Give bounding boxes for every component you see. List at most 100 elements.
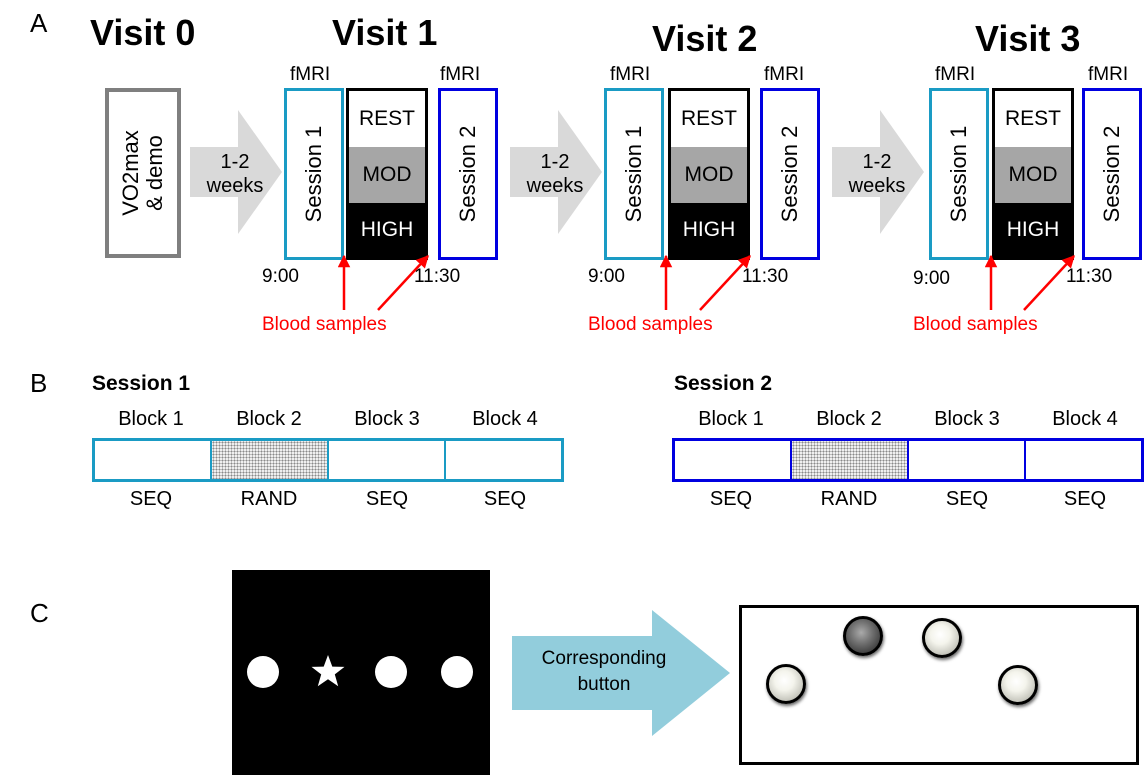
visit-1-blood-arrow-end (377, 255, 429, 311)
session-2-condition-3: SEQ (945, 488, 989, 510)
session-1-block-bar (92, 438, 564, 482)
visit-2-exercise-conditions: REST MOD HIGH (668, 88, 750, 260)
session-2-segment-3 (909, 441, 1026, 479)
blood-sample-arrows (337, 254, 1075, 311)
interval-3-line1: 1-2 (862, 151, 892, 173)
visit-3-exercise-conditions: REST MOD HIGH (992, 88, 1074, 260)
session-1-condition-3: SEQ (365, 488, 409, 510)
visit-2-mod: MOD (671, 147, 747, 203)
visit-1-title: Visit 1 (332, 12, 438, 53)
session-1-block-1: Block 1 (118, 408, 184, 430)
visit-2-session-1-box: Session 1 (604, 88, 664, 260)
interval-2-line1: 1-2 (540, 151, 570, 173)
interval-label-2: 1-2 weeks (515, 150, 595, 198)
visit-3-blood-arrow-end (1023, 255, 1075, 311)
panel-label-c: C (30, 598, 49, 628)
visit-3-blood-samples: Blood samples (913, 314, 1038, 335)
corresponding-button-line1: Corresponding (541, 648, 667, 669)
session-1-segment-4 (446, 441, 561, 479)
corresponding-button-line2: button (577, 673, 631, 695)
session-2-condition-1: SEQ (709, 488, 753, 510)
stimulus-screen (232, 570, 490, 775)
visit-1-fmri-right: fMRI (440, 64, 481, 85)
visit-3-high: HIGH (995, 203, 1071, 257)
visit-1-blood-samples: Blood samples (262, 314, 387, 335)
stimulus-circle-3 (375, 656, 407, 688)
interval-arrow-3 (832, 110, 924, 234)
visit-1-session-1-box: Session 1 (284, 88, 344, 260)
visit-2-session-2-box: Session 2 (760, 88, 820, 260)
visit-2-time-end: 11:30 (742, 266, 789, 287)
session-2-block-2: Block 2 (816, 408, 882, 430)
session-2-condition-2: RAND (820, 488, 878, 510)
interval-arrow-1 (190, 110, 282, 234)
session-1-segment-1 (95, 441, 212, 479)
interval-label-1: 1-2 weeks (195, 150, 275, 198)
interval-arrow-2 (510, 110, 602, 234)
visit-3-fmri-right: fMRI (1088, 64, 1129, 85)
interval-1-line2: weeks (206, 175, 264, 197)
session-2-block-3: Block 3 (934, 408, 1000, 430)
visit-2-high: HIGH (671, 203, 747, 257)
response-button-4 (998, 665, 1038, 705)
session-2-block-4: Block 4 (1052, 408, 1118, 430)
visit-3-title: Visit 3 (975, 18, 1081, 59)
session-1-condition-2: RAND (240, 488, 298, 510)
button-box (739, 605, 1139, 765)
visit-0-title: Visit 0 (90, 12, 196, 53)
visit-3-time-end: 11:30 (1066, 266, 1113, 287)
visit-1-fmri-left: fMRI (290, 64, 331, 85)
stimulus-circle-4 (441, 656, 473, 688)
panel-label-a: A (30, 8, 48, 38)
visit-1-rest: REST (349, 91, 425, 147)
interval-2-line2: weeks (526, 175, 584, 197)
session-2-condition-4: SEQ (1063, 488, 1107, 510)
session-1-title: Session 1 (92, 372, 191, 395)
visit-2-fmri-right: fMRI (764, 64, 805, 85)
visit-2-blood-arrow-end (699, 255, 751, 311)
session-2-title: Session 2 (674, 372, 773, 395)
interval-3-line2: weeks (848, 175, 906, 197)
visit-0-box: VO2max & demo (105, 88, 181, 258)
visit-1-time-start: 9:00 (262, 266, 299, 287)
session-1-segment-3 (329, 441, 446, 479)
visit-2-blood-samples: Blood samples (588, 314, 713, 335)
session-1-block-2: Block 2 (236, 408, 302, 430)
session-2-block-bar (672, 438, 1144, 482)
session-1-condition-1: SEQ (129, 488, 173, 510)
session-1-condition-4: SEQ (483, 488, 527, 510)
response-button-3 (922, 618, 962, 658)
visit-3-mod: MOD (995, 147, 1071, 203)
session-1-block-4: Block 4 (472, 408, 538, 430)
visit-1-time-end: 11:30 (414, 266, 461, 287)
response-button-1 (766, 664, 806, 704)
stimulus-star-icon (311, 655, 345, 687)
visit-2-fmri-left: fMRI (610, 64, 651, 85)
visit-2-title: Visit 2 (652, 18, 758, 59)
panel-label-b: B (30, 368, 48, 398)
stimulus-circle-1 (247, 656, 279, 688)
visit-1-mod: MOD (349, 147, 425, 203)
interval-1-line1: 1-2 (220, 151, 250, 173)
visit-3-fmri-left: fMRI (935, 64, 976, 85)
visit-3-rest: REST (995, 91, 1071, 147)
interval-label-3: 1-2 weeks (837, 150, 917, 198)
corresponding-button-arrow (512, 610, 730, 736)
visit-2-rest: REST (671, 91, 747, 147)
visit-3-session-1-box: Session 1 (929, 88, 989, 260)
visit-1-exercise-conditions: REST MOD HIGH (346, 88, 428, 260)
visit-1-session-2-box: Session 2 (438, 88, 498, 260)
visit-3-time-start: 9:00 (913, 268, 950, 289)
visit-2-time-start: 9:00 (588, 266, 625, 287)
visit-3-session-2-box: Session 2 (1082, 88, 1142, 260)
session-1-block-3: Block 3 (354, 408, 420, 430)
session-1-segment-2 (212, 441, 329, 479)
session-2-segment-4 (1026, 441, 1141, 479)
session-2-segment-2 (792, 441, 909, 479)
interval-arrows (190, 110, 924, 234)
visit-1-high: HIGH (349, 203, 425, 257)
session-2-segment-1 (675, 441, 792, 479)
session-2-block-1: Block 1 (698, 408, 764, 430)
response-button-2-pressed (843, 616, 883, 656)
corresponding-button-label: Corresponding button (512, 646, 696, 697)
